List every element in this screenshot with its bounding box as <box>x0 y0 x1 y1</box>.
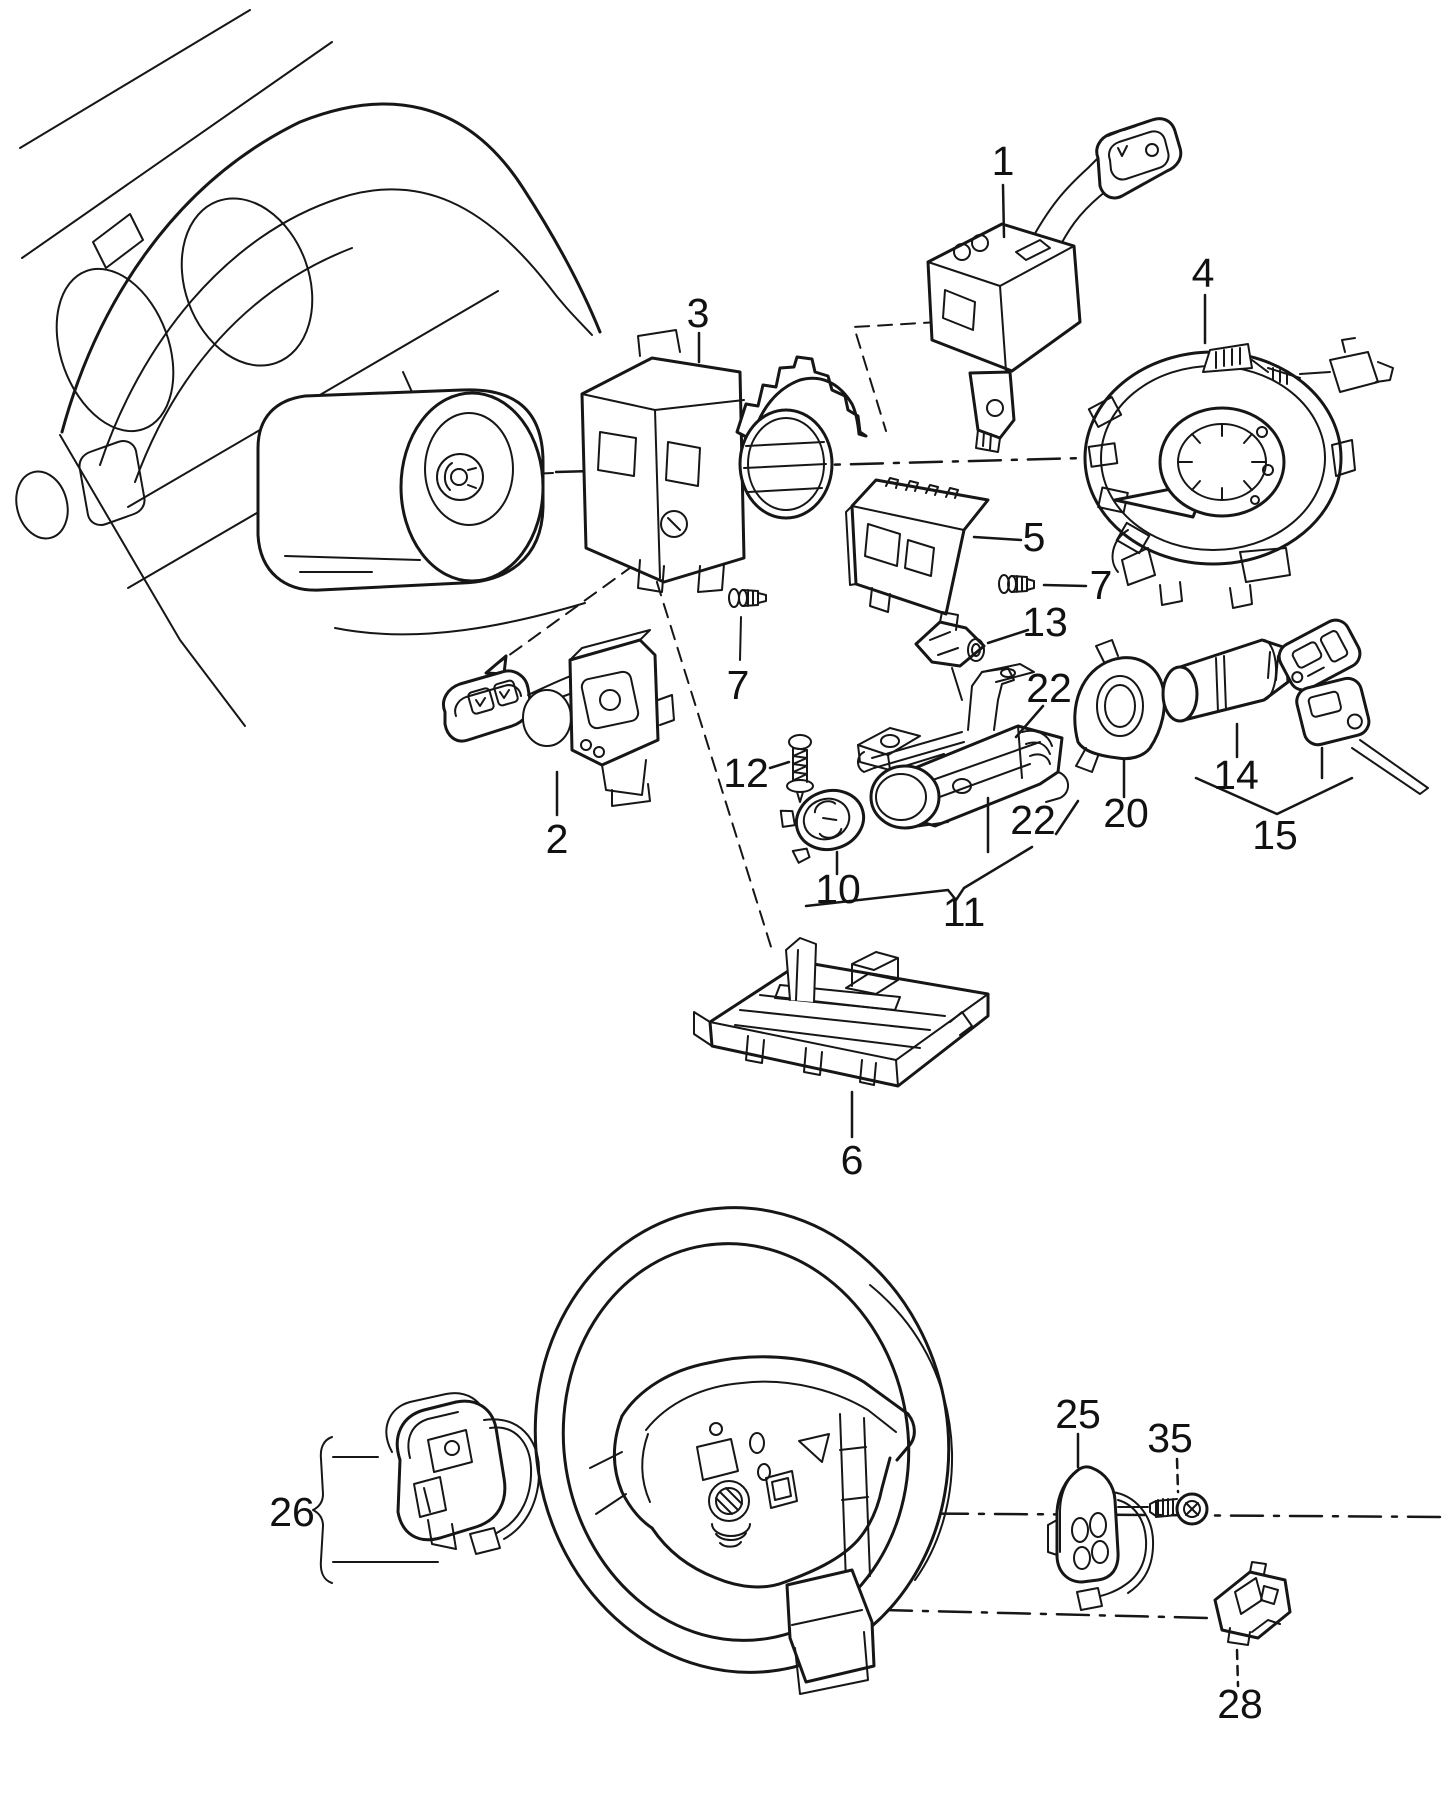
part-6-art <box>693 937 990 1088</box>
diagram-linework <box>15 9 1445 1695</box>
callout-15[interactable]: 15 <box>1252 812 1298 858</box>
part-1-art <box>853 117 1183 453</box>
callout-5[interactable]: 5 <box>1023 514 1046 560</box>
screw-35-art <box>1149 1492 1209 1526</box>
callout-2[interactable]: 2 <box>546 816 569 862</box>
callout-22-upper[interactable]: 22 <box>1026 665 1072 711</box>
screw-12-art <box>786 734 814 803</box>
callout-leaders <box>555 183 1240 1688</box>
part-14-art <box>1161 638 1290 723</box>
callout-12[interactable]: 12 <box>723 750 769 796</box>
callout-35[interactable]: 35 <box>1147 1415 1193 1461</box>
callout-7-right[interactable]: 7 <box>1090 562 1113 608</box>
callout-13[interactable]: 13 <box>1022 599 1068 645</box>
part-11-art <box>804 663 1069 908</box>
callout-6[interactable]: 6 <box>841 1137 864 1183</box>
part-13-art <box>914 611 986 701</box>
steering-wheel-art <box>533 1206 954 1695</box>
callout-28[interactable]: 28 <box>1217 1681 1263 1727</box>
part-15-art <box>1194 618 1429 816</box>
callout-7-left[interactable]: 7 <box>727 662 750 708</box>
callout-10[interactable]: 10 <box>815 866 861 912</box>
callout-3[interactable]: 3 <box>687 290 710 336</box>
part-5-art <box>845 477 990 616</box>
part-20-art <box>1073 639 1166 773</box>
screw-7-left-art <box>728 588 767 661</box>
part-2-art <box>442 629 675 807</box>
callout-25[interactable]: 25 <box>1055 1391 1101 1437</box>
part-26-art <box>312 1392 541 1584</box>
part-10-art <box>779 788 866 864</box>
part-3-art <box>484 329 868 951</box>
callout-labels: 1 2 3 4 5 6 7 7 10 11 12 13 14 15 20 22 … <box>269 138 1298 1727</box>
dashboard-sketch <box>15 9 602 727</box>
screw-7-right-art <box>998 574 1035 594</box>
callout-1[interactable]: 1 <box>992 138 1015 184</box>
callout-22-lower[interactable]: 22 <box>1010 797 1056 843</box>
part-25-art <box>1047 1465 1155 1611</box>
callout-4[interactable]: 4 <box>1192 250 1215 296</box>
callout-26[interactable]: 26 <box>269 1489 315 1535</box>
part-4-art <box>1083 337 1394 609</box>
callout-14[interactable]: 14 <box>1213 752 1259 798</box>
callout-20[interactable]: 20 <box>1103 790 1149 836</box>
part-28-art <box>1213 1561 1292 1646</box>
callout-11[interactable]: 11 <box>943 889 986 935</box>
